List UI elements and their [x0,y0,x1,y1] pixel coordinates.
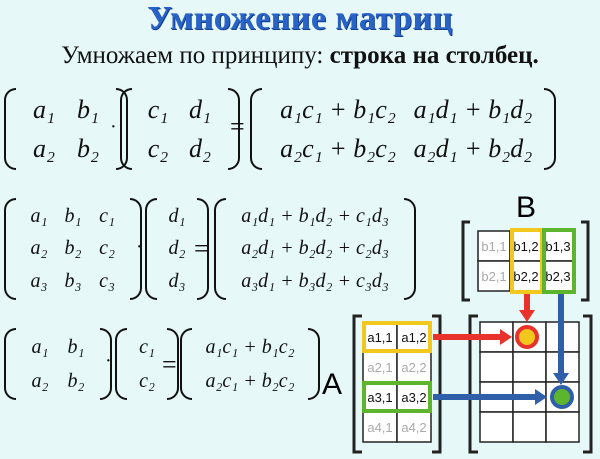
arrow-col2-head [519,310,535,322]
grid-cell [512,351,547,383]
dot: · [110,116,117,138]
matrix-entry: a₁c₁ + b₁c₂ [205,335,295,358]
eq1-matrix-a: a₁ b₁ a₂ b₂ [4,88,128,170]
matrix-entry: d₁ [168,204,186,227]
eq2-matrix-b: d₁ d₂ d₃ [145,198,209,300]
matrix-entry: a₃d₁ + b₃d₂ + c₃d₃ [241,270,389,293]
cell-label: a2,2 [401,360,426,375]
subtitle-bold: строка на столбец. [329,42,539,69]
matrix-entry: a₁c₁ + b₁c₂ [280,94,396,124]
eq3-matrix-a: a₁ b₁ a₂ b₂ [4,328,112,400]
cell-label: b1,3 [545,239,570,254]
matrix-entry: a₁ [31,335,49,358]
matrix-entry: a₁d₁ + b₁d₂ [413,94,533,124]
cell-label: a1,2 [401,330,426,345]
cell-label: b2,3 [545,269,570,284]
arrows [433,294,574,409]
grid-cell [545,411,580,443]
arrow-row3-head [535,389,547,405]
grid-cell [512,411,547,443]
eq2-matrix-a: a₁ b₁ c₁ a₂ b₂ c₂ a₃ b₃ c₃ [4,198,142,300]
matrix-entry: a₂ [32,133,56,163]
matrix-entry: a₁ [32,94,56,124]
brackets [352,220,593,454]
matrix-entry: c₃ [99,270,115,293]
matrix-entry: b₁ [64,204,82,227]
arrow-col3-head [553,373,569,385]
cell-label: a3,1 [367,390,392,405]
matrix-entry: a₁ [30,204,48,227]
matrix-entry: b₂ [64,237,82,260]
matrix-entry: a₂c₁ + b₂c₂ [205,369,295,392]
cell-label: b2,2 [513,269,538,284]
label-b: B [516,191,536,224]
cell-label: a2,1 [367,360,392,375]
grid-cell [479,411,514,443]
eq3-result: a₁c₁ + b₁c₂ a₂c₁ + b₂c₂ [180,328,320,400]
matrix-entry: a₂d₁ + b₂d₂ + c₂d₃ [241,237,389,260]
matrix-entry: a₂d₁ + b₂d₂ [413,133,533,163]
matrix-entry: b₂ [67,369,85,392]
eq1-result: a₁c₁ + b₁c₂ a₁d₁ + b₁d₂ a₂c₁ + b₂c₂ a₂d₁ + … [250,88,556,170]
matrix-entry: d₁ [188,94,212,124]
grid-cell [479,351,514,383]
matrix-entry: c₂ [139,369,155,392]
page-title: Умножение матриц [147,0,453,37]
matrix-entry: d₂ [168,237,186,260]
cell-label: b1,2 [513,239,538,254]
matrix-entry: d₂ [188,133,212,163]
dot: · [136,236,143,258]
matrix-entry: b₁ [76,94,100,124]
subtitle-text: Умножаем по принципу: [61,42,330,69]
matrix-entry: c₂ [99,237,115,260]
label-a: A [322,368,342,401]
eq3-matrix-b: c₁ c₂ [115,328,179,400]
matrix-b-cells: b1,1 b1,2 b1,3 b2,1 b2,2 b2,3 [477,228,576,294]
highlight-row-1 [362,321,432,353]
matrix-entry: a₂c₁ + b₂c₂ [280,133,396,163]
matrix-entry: c₂ [147,133,169,163]
eq1-matrix-b: c₁ d₁ c₂ d₂ [120,88,240,170]
matrix-entry: a₁d₁ + b₁d₂ + c₁d₃ [241,204,389,227]
eq2-result: a₁d₁ + b₁d₂ + c₁d₃ a₂d₁ + b₂d₂ + c₂d₃ a₃d₁… [214,198,416,300]
matrix-entry: b₂ [76,133,100,163]
cell-label: b1,1 [481,239,506,254]
equals: = [162,350,177,379]
matrix-entry: a₂ [31,369,49,392]
matrix-entry: b₁ [67,335,85,358]
matrix-entry: c₁ [99,204,115,227]
cell-label: a4,1 [367,420,392,435]
cell-label: b2,1 [481,269,506,284]
arrow-row1-head [500,329,512,345]
cell-label: a4,2 [401,420,426,435]
matrix-entry: a₃ [30,270,48,293]
matrix-entry: c₁ [147,94,169,124]
dot: · [105,350,112,372]
subtitle: Умножаем по принципу: строка на столбец. [0,42,600,70]
matrix-entry: d₃ [168,270,186,293]
cell-label: a3,2 [401,390,426,405]
matrix-entry: a₂ [30,237,48,260]
highlight-row-3 [362,381,432,413]
result-cell-3-3-marker [550,385,574,409]
equals: = [194,234,209,263]
highlight-col-3 [542,228,576,294]
equals: = [230,112,245,141]
result-cell-1-2-marker [515,325,539,349]
matrix-a-cells: a1,1 a1,2 a2,1 a2,2 a3,1 a3,2 a4,1 a4,2 [362,321,432,443]
cell-label: a1,1 [367,330,392,345]
matrix-entry: c₁ [139,335,155,358]
matrix-entry: b₃ [64,270,82,293]
